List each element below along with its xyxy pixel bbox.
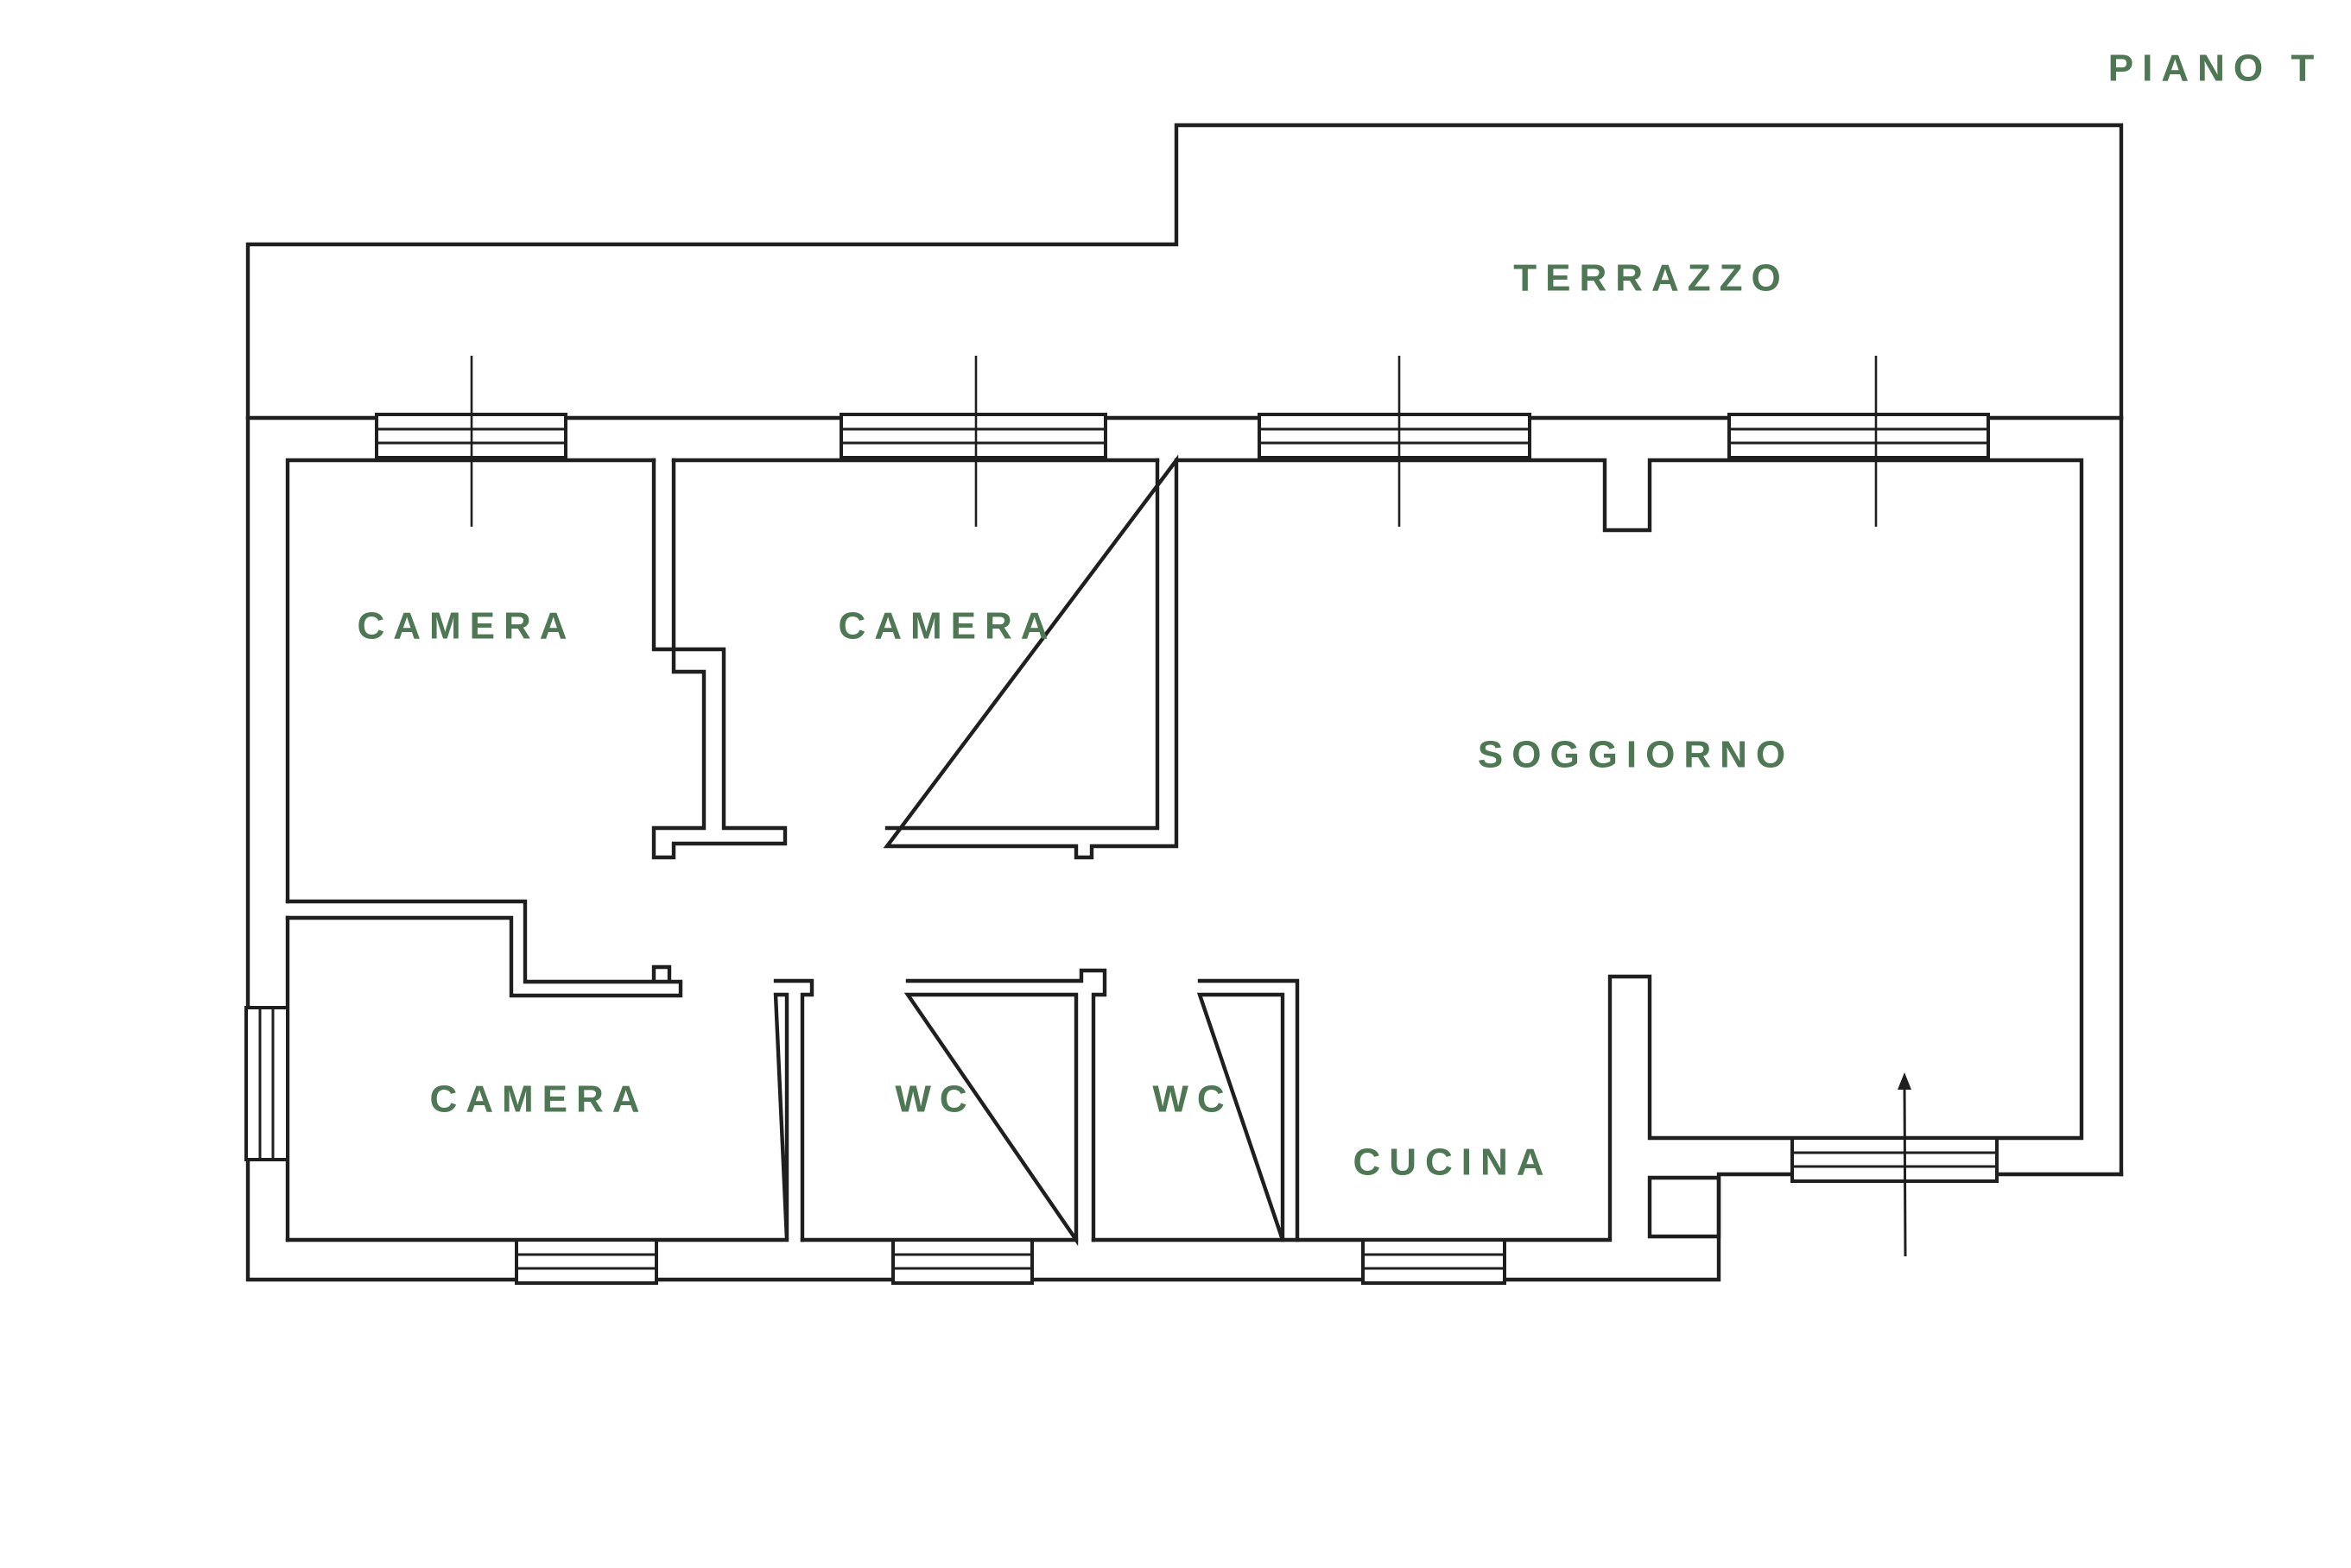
partition-wc-2-cucina xyxy=(1196,978,1300,1242)
exterior-wall-inner xyxy=(285,458,2084,1242)
opening-marks xyxy=(470,356,1878,527)
window-camera-3-west xyxy=(244,1006,289,1161)
room-label-camera-2: CAMERA xyxy=(838,605,1056,648)
room-label-wc-1: WC xyxy=(895,1078,975,1121)
partition-camera-3-wc-1 xyxy=(773,978,814,1242)
partition-camera-1-2 xyxy=(651,458,788,860)
room-label-terrazzo: TERRAZZO xyxy=(1513,257,1790,300)
window-camera-2 xyxy=(840,413,1107,459)
closet-wall xyxy=(1647,1175,1721,1239)
window-wc-1 xyxy=(891,1238,1034,1285)
windows xyxy=(244,413,1999,1285)
room-label-cucina: CUCINA xyxy=(1353,1141,1552,1184)
window-soggiorno-2 xyxy=(1727,413,1990,459)
floor-label: PIANO T xyxy=(2108,47,2322,90)
partition-camera-2-soggiorno xyxy=(883,454,1179,860)
partition-camera-3-north xyxy=(285,899,683,998)
partition-wc-1-wc-2 xyxy=(903,968,1107,1247)
room-label-camera-3: CAMERA xyxy=(429,1078,648,1121)
room-label-wc-2: WC xyxy=(1152,1078,1233,1121)
room-label-soggiorno: SOGGIORNO xyxy=(1478,734,1794,776)
window-entrance xyxy=(1790,1136,1999,1183)
labels: PIANO T TERRAZZO CAMERA CAMERA SOGGIORNO… xyxy=(357,47,2322,1184)
window-camera-3-south xyxy=(515,1238,658,1285)
window-soggiorno-1 xyxy=(1258,413,1531,459)
terrace-outline xyxy=(245,123,2124,1177)
room-label-camera-1: CAMERA xyxy=(357,605,575,648)
entrance-arrow-icon xyxy=(1898,1072,1911,1257)
window-cucina xyxy=(1361,1238,1506,1285)
